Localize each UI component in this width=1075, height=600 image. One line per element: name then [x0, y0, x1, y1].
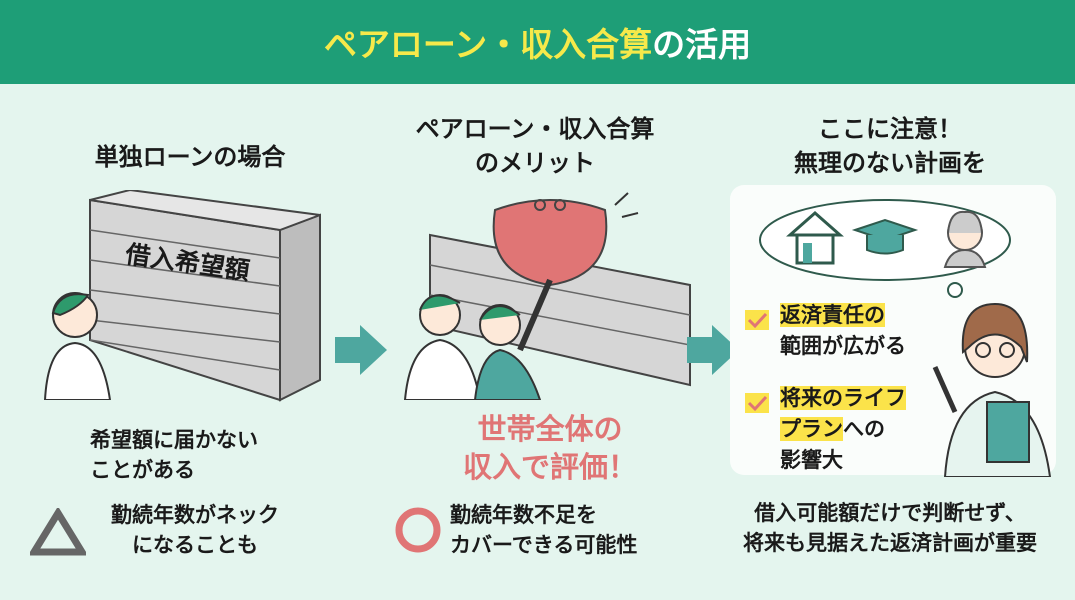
conclusion-text: 借入可能額だけで判断せず、将来も見据えた返済計画が重要 — [743, 501, 1037, 555]
worried-person-icon — [43, 292, 112, 400]
merit-emphasis: 世帯全体の収入で評価！ — [462, 412, 637, 484]
checkmark-icon — [745, 393, 769, 413]
graduation-cap-icon — [851, 218, 919, 255]
arrow-right-icon — [687, 325, 739, 375]
merit-heading: ペアローン・収入合算のメリット — [415, 115, 655, 177]
check-item-responsibility: 返済責任の範囲が広がる — [780, 303, 906, 358]
triangle-icon — [30, 508, 86, 556]
single-loan-note: 希望額に届かないことがある — [90, 428, 258, 482]
advisor-woman-illustration — [932, 302, 1052, 477]
page-title: ペアローン・収入合算の活用 — [0, 0, 1075, 84]
single-loan-heading: 単独ローンの場合 — [94, 143, 286, 171]
merit-point: 勤続年数不足をカバーできる可能性 — [450, 503, 638, 557]
caution-heading: ここに注意！無理のない計画を — [794, 115, 986, 177]
thought-bubble-illustration — [759, 199, 1011, 298]
single-loan-point: 勤続年数がネックになることも — [111, 503, 279, 557]
circle-icon — [395, 507, 441, 553]
check-item-lifeplan: 将来のライフプランへの影響大 — [780, 386, 906, 472]
brick-wall-illustration — [89, 190, 321, 402]
elderly-woman-icon — [943, 210, 987, 268]
arrow-right-icon — [335, 325, 387, 375]
checkmark-icon — [745, 310, 769, 330]
couple-lifting-purse-illustration — [403, 192, 691, 400]
house-icon — [786, 211, 844, 265]
